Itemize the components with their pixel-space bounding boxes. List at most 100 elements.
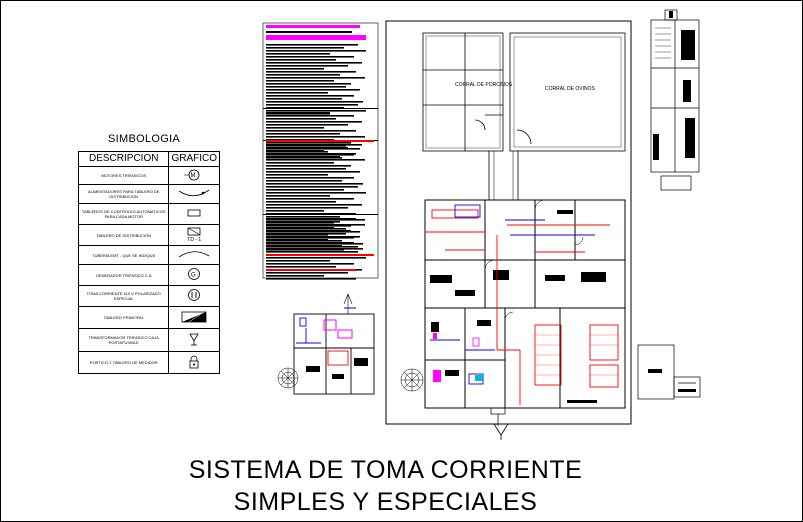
legend-title: SIMBOLOGIA [108,133,181,145]
load-schedule-table [262,22,379,280]
schedule-line [266,159,365,161]
main-panel-icon [181,311,207,322]
main-floor-plan: CORRAL DE PORCINOS CORRAL DE OVINOS [385,20,632,426]
schedule-line [266,151,328,153]
schedule-line [263,214,378,215]
corral-ovinos-block [509,32,626,152]
schedule-line [266,222,334,224]
schedule-line [266,59,336,61]
legend-header-graphic: GRAFICO [168,151,220,167]
schedule-line [266,140,374,142]
schedule-line [266,207,348,209]
schedule-line [266,198,354,200]
schedule-line [266,115,354,117]
schedule-line [266,80,334,82]
corral-ovinos-label: CORRAL DE OVINOS [545,86,595,92]
schedule-line [266,210,324,212]
legend-row: GENERADOR TRIFASICO C.A G [77,264,220,286]
schedule-line [266,89,360,91]
legend-row-description: GENERADOR TRIFASICO C.A [77,264,170,286]
legend-row: TABLERO DE DISTRIBUCION TD - 1 [77,224,220,246]
schedule-line [266,113,330,115]
schedule-line [266,156,340,158]
special-outlet-marks [433,333,483,382]
schedule-line [266,254,374,256]
feeder-arc-icon [178,189,210,197]
schedule-line [266,165,351,167]
schedule-line [266,136,365,138]
schedule-line [266,71,356,73]
schedule-line [266,239,328,241]
schedule-line [266,192,366,194]
legend-row: MOTORES TRIFASICOS M [77,166,220,185]
schedule-line [266,269,356,271]
schedule-line [266,201,336,203]
schedule-line [266,157,342,159]
schedule-line [266,162,334,164]
schedule-line [266,35,366,40]
schedule-line [266,25,360,28]
legend-header-description: DESCRIPCION [77,151,170,167]
schedule-line [266,246,358,248]
schedule-line [266,216,340,218]
schedule-line [266,177,354,179]
schedule-line [266,174,328,176]
transformer-icon [189,333,199,346]
drawing-title-line-2: SIMPLES Y ESPECIALES [233,488,538,516]
legend-row: ALIMENTADORES PARA TABLERO DE DISTRIBUCI… [77,184,220,204]
distribution-board-label: TD - 1 [187,237,202,243]
schedule-line [266,101,363,103]
schedule-line [266,83,351,85]
svg-text:G: G [191,273,196,279]
schedule-line [266,171,360,173]
legend-row-description: PORTICO Y TABLERO DE MEDIDOR [77,351,170,374]
legend-header-row: DESCRIPCION GRAFICO [77,151,220,167]
schedule-line [266,118,336,120]
schedule-line [266,275,324,277]
legend-row: TUBERIA EMT - QUE SE INDIQUE [77,245,220,265]
schedule-line [266,225,351,227]
schedule-line [266,263,354,265]
schedule-line [266,266,336,268]
schedule-line [266,144,362,146]
legend-row: TABLERO PRINCIPAL [77,306,220,329]
schedule-line [266,234,328,236]
schedule-line [266,110,366,112]
legend-row: TABLEROS DE CONTROLES AUTOMATICOS PARA C… [77,203,220,225]
schedule-line [266,228,346,230]
door-swings [484,199,584,321]
schedule-line [266,213,356,215]
drawing-title-line-1: SISTEMA DE TOMA CORRIENTE [188,456,583,484]
schedule-line [266,139,334,141]
legend-row: TOMA CORRIENTE 110 V POLARIZADO ESPECIAL [77,285,220,307]
schedule-line [266,186,358,188]
schedule-line [266,47,344,49]
schedule-line [266,107,344,109]
schedule-line [266,130,356,132]
panel-elevation-detail [650,9,700,191]
schedule-line [266,153,356,155]
schedule-line [266,31,352,33]
svg-text:M: M [191,173,196,179]
red-circuit-runs [425,209,619,405]
schedule-line [266,236,360,238]
schedule-line [266,56,354,58]
schedule-line [266,133,340,135]
schedule-line [266,98,342,100]
schedule-line [266,227,334,229]
schedule-line [266,147,348,149]
schedule-line [266,121,362,123]
legend-table: DESCRIPCION GRAFICO MOTORES TRIFASICOS M… [77,151,220,374]
schedule-line [266,104,358,106]
legend-row: TRANSFORMADOR TRIFASICO CAJA PORTAFUSIBL… [77,328,220,352]
legend-row-description: TABLEROS DE CONTROLES AUTOMATICOS PARA C… [77,203,170,225]
legend-row-description: MOTORES TRIFASICOS [77,166,170,185]
schedule-line [266,86,346,88]
schedule-line [266,249,344,251]
blue-circuit-runs [430,204,595,385]
corral-porcinos-label: CORRAL DE PORCINOS [455,82,513,88]
schedule-line [266,243,363,245]
schedule-line [266,50,366,52]
spiral-stair [400,368,424,392]
schedule-line [266,150,324,152]
